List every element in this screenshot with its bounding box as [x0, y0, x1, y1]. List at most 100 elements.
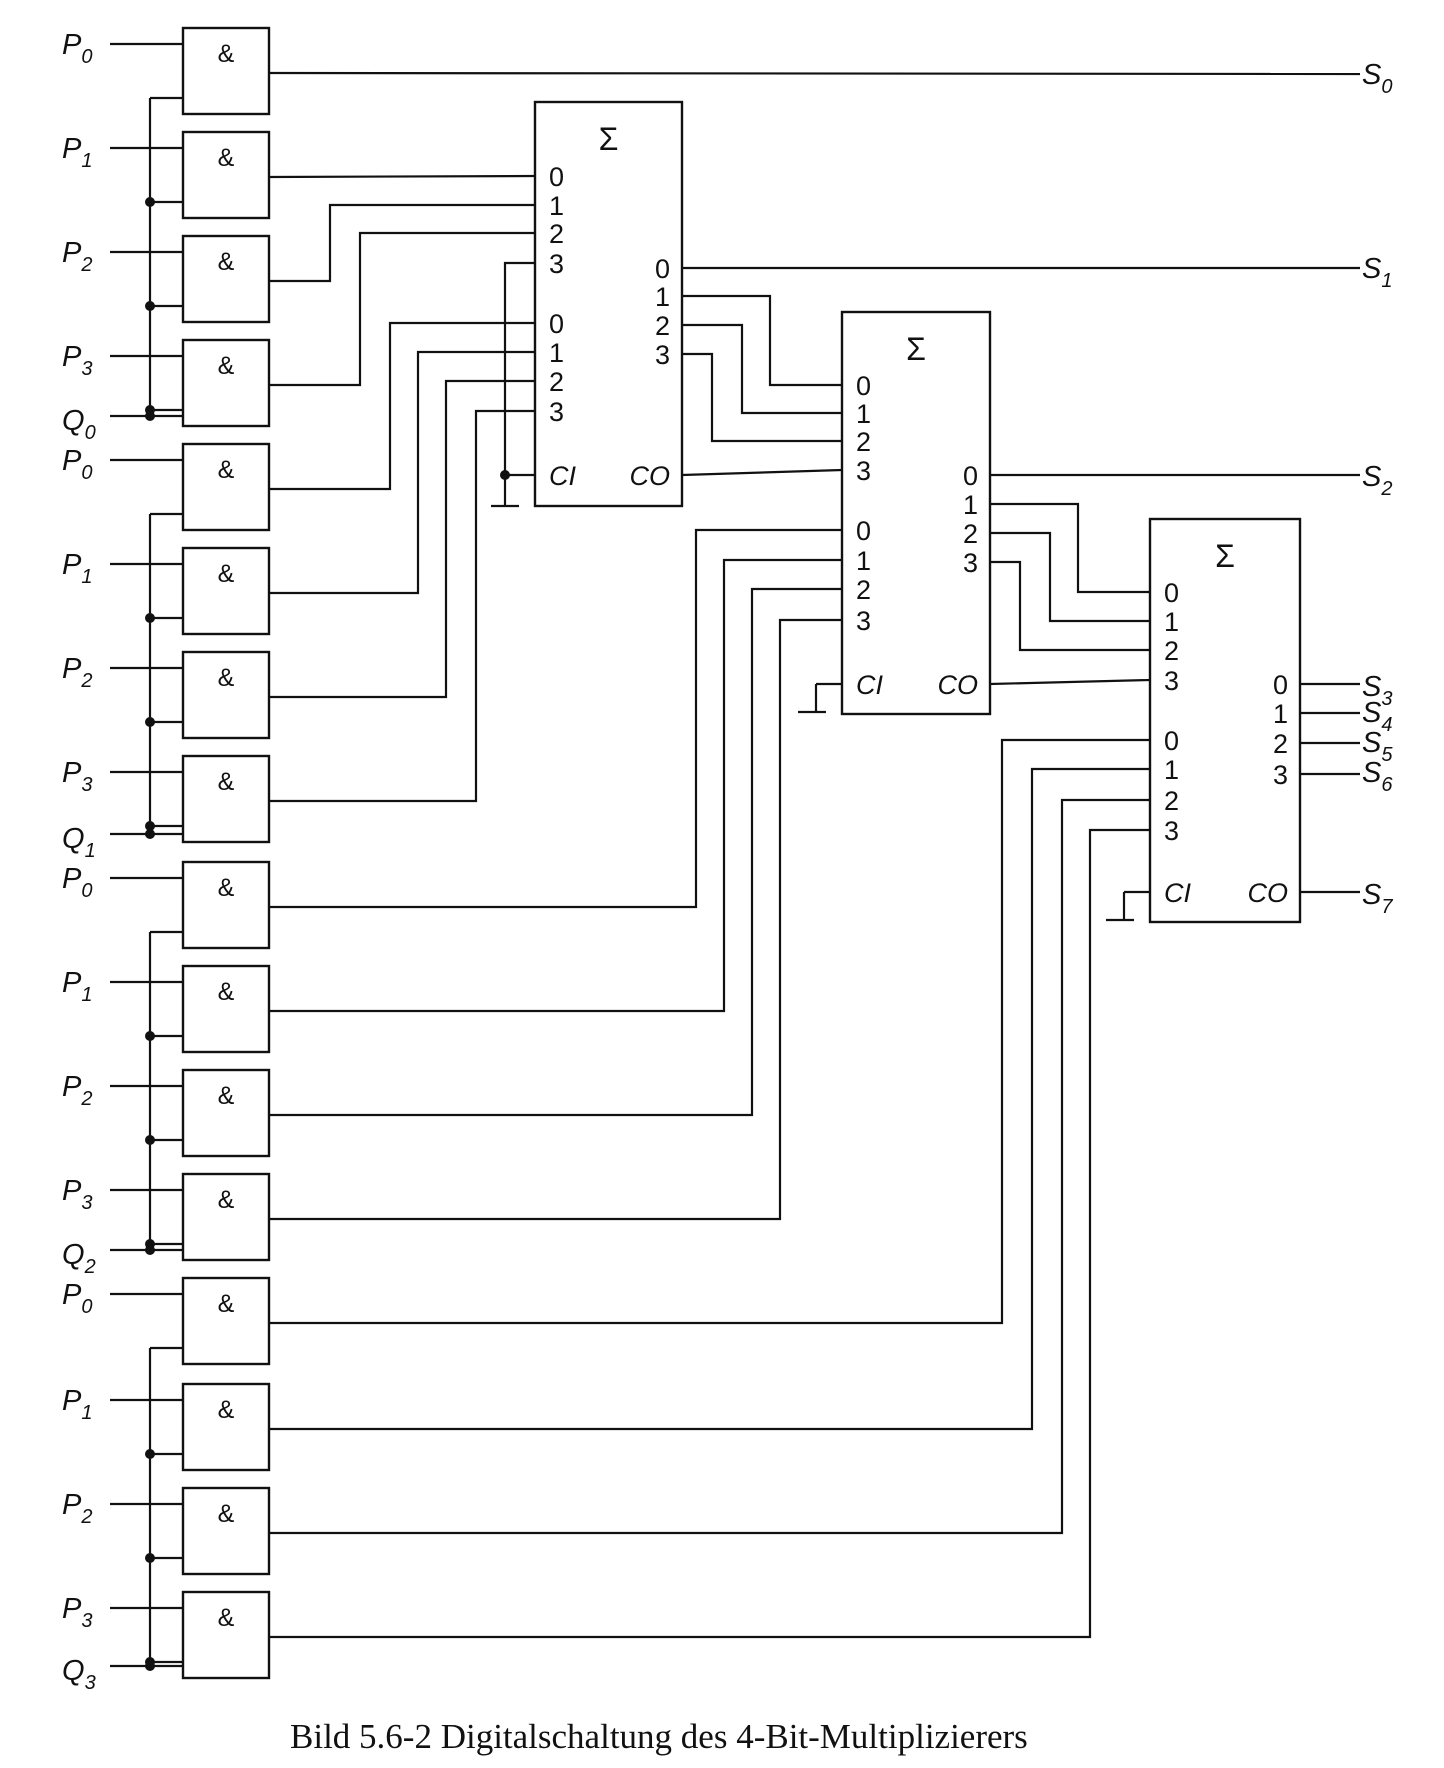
p-input-label: P3: [62, 757, 92, 796]
and-gate: [181, 1382, 271, 1472]
output-label-s0-subscript: 0: [1381, 76, 1392, 98]
output-label-s6-base: S: [1362, 757, 1382, 789]
and-gate: [181, 754, 271, 844]
adder-input-pin-a1: 1: [856, 399, 871, 429]
adder-output-pin-1: 1: [963, 490, 978, 520]
and-gates: &&&&&&&&&&&&&&&&: [181, 26, 271, 1680]
adder-carry-out-label: CO: [938, 670, 979, 700]
q-input-label: Q1: [62, 823, 96, 862]
and-gate-symbol: &: [218, 978, 235, 1006]
gate-to-adder-wire: [269, 738, 1150, 1325]
p-input-label: P2: [62, 1071, 92, 1110]
p-input-label-base: P: [62, 967, 82, 999]
q-input-label: Q2: [62, 1239, 96, 1278]
p-input-label: P3: [62, 341, 92, 380]
output-label-s2-subscript: 2: [1380, 478, 1392, 500]
p-input-label-base: P: [62, 341, 82, 373]
adder-box: [1148, 517, 1302, 924]
adder-input-pin-b3: 3: [549, 397, 564, 427]
and-gate-symbol: &: [218, 1604, 235, 1632]
output-label-s7-base: S: [1362, 879, 1382, 911]
and-gate: [181, 338, 271, 428]
output-label-s3-base: S: [1362, 671, 1382, 703]
adder-input-pin-a0: 0: [1164, 578, 1179, 608]
output-label-s1-subscript: 1: [1381, 270, 1392, 292]
p-input-label-base: P: [62, 757, 82, 789]
adder-carry-in-label: CI: [1164, 878, 1191, 908]
p-input-label-base: P: [62, 1489, 82, 1521]
adder-input-pin-a3: 3: [856, 456, 871, 486]
adder-input-pin-b2: 2: [1164, 786, 1179, 816]
p-input-label-subscript: 0: [81, 462, 92, 484]
adder-sigma-symbol: Σ: [906, 331, 926, 367]
p-input-label: P3: [62, 1593, 92, 1632]
and-gate: [181, 1486, 271, 1576]
adder-output-pin-0: 0: [655, 254, 670, 284]
and-gate-symbol: &: [218, 1396, 235, 1424]
carry-chain-wire: [989, 678, 1151, 686]
p-input-label-base: P: [62, 549, 82, 581]
p-input-label-subscript: 1: [81, 1402, 92, 1424]
q-input-label-base: Q: [62, 1655, 85, 1687]
p-input-label: P1: [62, 967, 92, 1006]
adder-output-pin-1: 1: [655, 282, 670, 312]
p-input-label-subscript: 1: [81, 566, 92, 588]
adder-carry-out-label: CO: [1248, 878, 1289, 908]
adder-input-pin-b0: 0: [1164, 726, 1179, 756]
gate-to-adder-wire: [269, 558, 842, 1013]
output-label-s1-base: S: [1362, 253, 1382, 285]
gate-to-adder-wire: [269, 528, 842, 909]
adders: ΣΣΣ: [533, 100, 1302, 924]
adder-carry-out-label: CO: [630, 461, 671, 491]
adder-box: [533, 100, 684, 508]
gate-to-adder-wire: [269, 828, 1150, 1639]
p-input-label: P2: [62, 237, 92, 276]
adder-input-pin-a3: 3: [549, 249, 564, 279]
adder-input-pin-b3: 3: [1164, 816, 1179, 846]
adder-chain-wire: [990, 531, 1150, 623]
and-gate-symbol: &: [218, 1500, 235, 1528]
q-input-label-base: Q: [62, 1239, 85, 1271]
output-label-s6: S6: [1362, 757, 1393, 796]
p-input-label-subscript: 0: [81, 1296, 92, 1318]
p-input-label-subscript: 3: [81, 1610, 92, 1632]
and-gate-symbol: &: [218, 1082, 235, 1110]
gate-to-adder-wire: [269, 379, 535, 699]
p-input-label-subscript: 3: [81, 1192, 92, 1214]
and-gate-symbol: &: [218, 768, 235, 796]
p-input-label-base: P: [62, 1593, 82, 1625]
adder-output-pin-3: 3: [655, 340, 670, 370]
junction-dot: [145, 411, 155, 421]
output-label-s5-base: S: [1362, 727, 1382, 759]
and-gate-symbol: &: [218, 874, 235, 902]
p-input-label-base: P: [62, 445, 82, 477]
adder-chain-wire: [990, 560, 1150, 652]
adder-output-pin-2: 2: [963, 519, 978, 549]
p-input-label-subscript: 0: [81, 880, 92, 902]
p-input-label-subscript: 3: [81, 774, 92, 796]
q-input-label-base: Q: [62, 823, 85, 855]
and-gate-symbol: &: [218, 248, 235, 276]
p-input-label: P0: [62, 863, 92, 902]
p-input-label: P0: [62, 445, 92, 484]
adder-carry-in-label: CI: [856, 670, 883, 700]
and-gate: [181, 1068, 271, 1158]
and-gate: [181, 130, 271, 220]
and-gate: [181, 546, 271, 636]
adder-input-pin-b1: 1: [1164, 755, 1179, 785]
and-gate-symbol: &: [218, 1290, 235, 1318]
junction-dot: [145, 1661, 155, 1671]
wires: [110, 42, 1361, 1671]
and-gate-symbol: &: [218, 456, 235, 484]
output-label-s4-subscript: 4: [1381, 714, 1392, 736]
adder-input-pin-a2: 2: [549, 219, 564, 249]
q-input-label-subscript: 0: [85, 422, 96, 444]
q-input-label-base: Q: [62, 405, 85, 437]
adder-input-pin-b1: 1: [549, 338, 564, 368]
and-gate: [181, 1172, 271, 1262]
output-label-s2-base: S: [1362, 461, 1382, 493]
q-input-label-subscript: 1: [85, 840, 96, 862]
adder-output-pin-2: 2: [1273, 729, 1288, 759]
p-input-label: P3: [62, 1175, 92, 1214]
